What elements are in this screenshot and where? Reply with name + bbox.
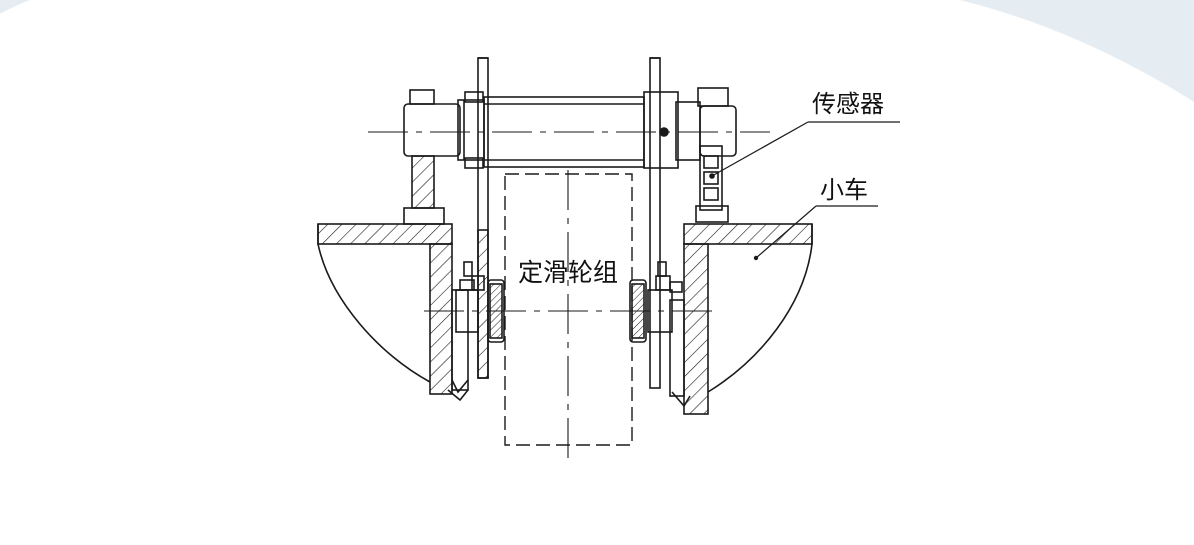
right-vertical-plate — [649, 57, 669, 389]
sensor-leader — [711, 121, 900, 177]
trolley-label: 小车 — [820, 176, 868, 204]
trolley-leader-dot — [753, 255, 759, 261]
right-wheel-assembly — [629, 261, 683, 343]
trolley-leader — [755, 205, 878, 259]
right-trolley-frame — [669, 223, 813, 415]
pulley-group-label: 定滑轮组 — [518, 258, 619, 287]
pulley-centerline — [424, 170, 720, 465]
left-wheel-assembly — [455, 261, 505, 343]
left-support-column — [403, 155, 445, 225]
corner-accent-left — [0, 0, 30, 14]
corner-accent-right — [960, 0, 1194, 102]
left-trolley-frame — [317, 223, 469, 402]
sensor-label: 传感器 — [812, 90, 884, 118]
sensor-column — [695, 145, 729, 223]
left-vertical-plate — [477, 57, 489, 379]
